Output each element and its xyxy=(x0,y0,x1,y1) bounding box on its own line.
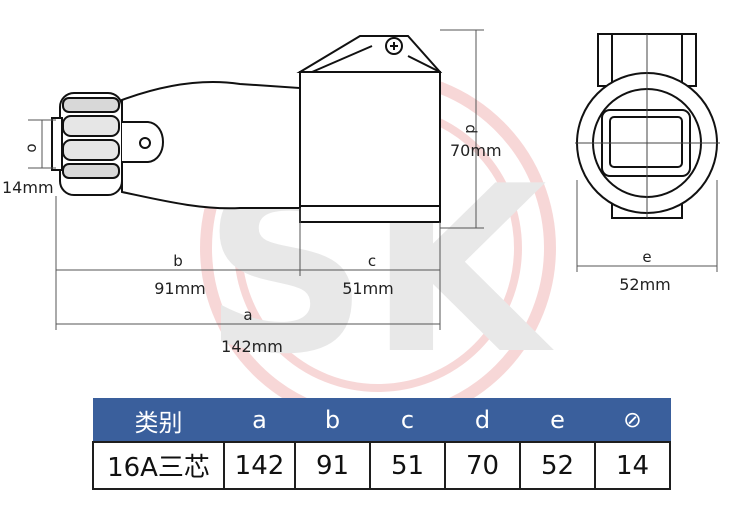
label-e-value: 52mm xyxy=(619,275,671,294)
socket-lid xyxy=(296,35,443,73)
side-dimension-labels: o 14mm d 70mm b 91mm c 51mm a 142mm xyxy=(2,124,502,356)
label-c: c xyxy=(368,252,376,270)
gland-nut-rib-2 xyxy=(62,115,120,137)
label-c-value: 51mm xyxy=(342,279,394,298)
cell-c: 51 xyxy=(369,441,446,490)
header-d: d xyxy=(444,398,521,443)
gland-nut-rib-4 xyxy=(62,163,120,179)
header-e: e xyxy=(519,398,596,443)
cell-category: 16A三芯 xyxy=(92,441,225,490)
spec-table-header-row: 类别 a b c d e ⊘ xyxy=(92,398,671,443)
header-a: a xyxy=(223,398,296,443)
label-o: o xyxy=(22,143,40,152)
header-category: 类别 xyxy=(92,398,225,443)
label-b-value: 91mm xyxy=(154,279,206,298)
spec-table: 类别 a b c d e ⊘ 16A三芯 142 91 51 70 52 14 xyxy=(92,398,671,490)
lug-hole xyxy=(139,137,151,149)
socket-head xyxy=(299,71,441,223)
cable-end xyxy=(51,117,63,171)
front-socket-window xyxy=(609,116,683,168)
label-d-value: 70mm xyxy=(450,141,502,160)
label-diameter-value: 14mm xyxy=(2,178,54,197)
header-diameter-icon: ⊘ xyxy=(594,398,671,443)
cell-e: 52 xyxy=(519,441,596,490)
header-c: c xyxy=(369,398,446,443)
cell-b: 91 xyxy=(294,441,371,490)
front-dimensions xyxy=(576,180,718,272)
mounting-lug xyxy=(122,121,164,163)
label-b: b xyxy=(173,252,183,270)
side-view xyxy=(51,35,443,223)
label-d: d xyxy=(462,124,480,134)
header-b: b xyxy=(294,398,371,443)
cell-a: 142 xyxy=(223,441,296,490)
label-a: a xyxy=(243,306,252,324)
cell-diameter: 14 xyxy=(594,441,671,490)
front-view xyxy=(575,33,720,219)
label-a-value: 142mm xyxy=(221,337,283,356)
side-dimensions xyxy=(28,29,484,330)
gland-nut-rib-3 xyxy=(62,139,120,161)
cell-d: 70 xyxy=(444,441,521,490)
label-e: e xyxy=(642,248,651,266)
gland-nut-rib-1 xyxy=(62,97,120,113)
table-row: 16A三芯 142 91 51 70 52 14 xyxy=(92,441,671,490)
front-dimension-labels: e 52mm xyxy=(619,248,671,294)
